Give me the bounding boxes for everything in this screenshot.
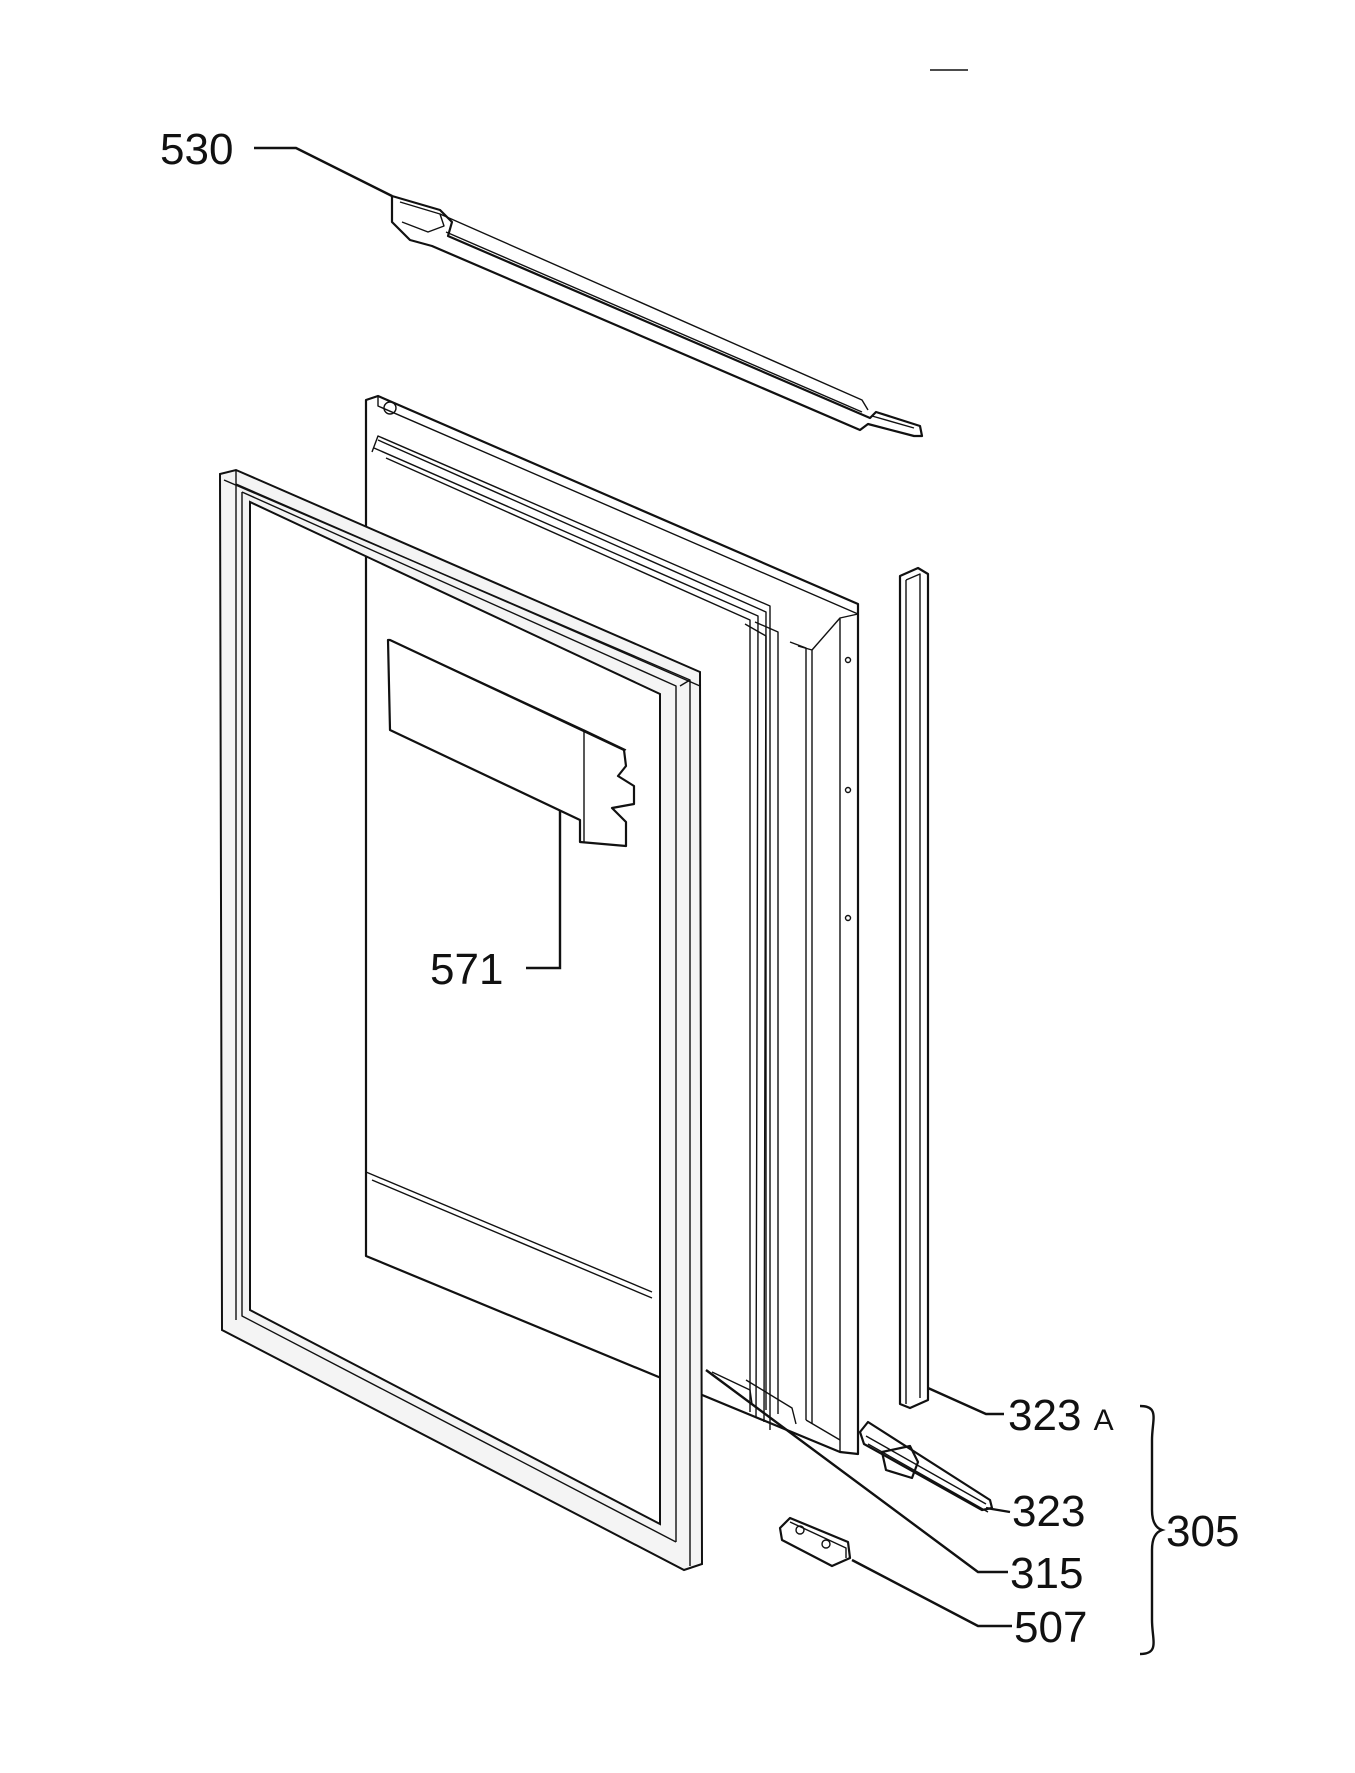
bracket-305 — [1139, 1404, 1166, 1656]
label-323a-number: 323 — [1008, 1391, 1082, 1440]
leader-315 — [705, 1369, 1008, 1574]
door-shell-back-frame — [364, 394, 860, 1456]
label-323a: 323 A — [1008, 1394, 1114, 1438]
frame-screw-hole — [383, 401, 397, 415]
leader-323 — [985, 1506, 1011, 1514]
leader-507 — [851, 1558, 1012, 1628]
leader-lines — [254, 146, 1166, 1656]
door-inner-panel — [365, 435, 841, 1441]
part-571-panel — [386, 638, 636, 848]
part-323a-strip — [898, 566, 930, 1410]
part-530-top-bar — [390, 194, 924, 438]
label-323a-suffix: A — [1093, 1404, 1114, 1437]
label-571: 571 — [430, 945, 504, 994]
label-305: 305 — [1166, 1507, 1240, 1556]
leader-571 — [526, 810, 562, 970]
label-315: 315 — [1010, 1549, 1084, 1598]
label-507: 507 — [1014, 1603, 1088, 1652]
part-507-plate — [778, 1516, 852, 1568]
label-323: 323 — [1012, 1487, 1086, 1536]
label-530: 530 — [160, 125, 234, 174]
leader-530 — [254, 146, 393, 198]
door-gasket-front-frame — [218, 468, 704, 1572]
leader-323a — [927, 1386, 1004, 1416]
